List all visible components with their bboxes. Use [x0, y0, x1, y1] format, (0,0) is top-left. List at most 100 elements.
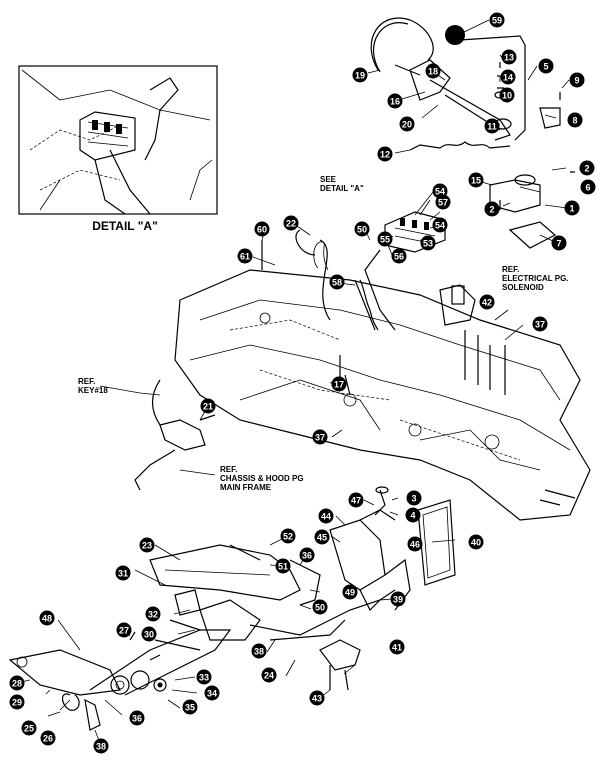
callout-circle: [9, 675, 25, 691]
ref-electrical-2: ELECTRICAL PG.: [502, 274, 569, 283]
callout-number-34: 34: [207, 689, 217, 699]
callout-circle: [275, 558, 291, 574]
callout-circle: [139, 537, 155, 553]
callout-circle: [501, 49, 517, 65]
callout-circle: [435, 194, 451, 210]
callout-circle: [348, 492, 364, 508]
callout-circle: [377, 231, 393, 247]
callout-number-41: 41: [392, 643, 402, 653]
callout-number-33: 33: [199, 673, 209, 683]
callout-circle: [141, 626, 157, 642]
callout-number-6: 6: [585, 183, 590, 193]
callout-number-21: 21: [203, 402, 213, 412]
callout-number-30: 30: [144, 630, 154, 640]
callout-circle: [312, 429, 328, 445]
callout-number-20: 20: [402, 120, 412, 130]
callout-circle: [399, 116, 415, 132]
callout-circle: [342, 584, 358, 600]
solenoid-bracket: [364, 211, 476, 331]
callout-circle: [390, 591, 406, 607]
callout-circle: [251, 643, 267, 659]
callout-number-12: 12: [380, 150, 390, 160]
callout-circle: [425, 63, 441, 79]
ref-electrical-1: REF.: [502, 265, 519, 274]
callout-number-16: 16: [390, 97, 400, 107]
callout-number-58: 58: [332, 278, 342, 288]
callout-circle: [21, 720, 37, 736]
callout-circle: [309, 690, 325, 706]
ref-chassis-1: REF.: [220, 465, 237, 474]
callout-number-51: 51: [278, 562, 288, 572]
callout-circle: [129, 710, 145, 726]
callout-circle: [387, 93, 403, 109]
callout-number-37: 37: [535, 320, 545, 330]
callout-circle: [182, 699, 198, 715]
callout-number-26: 26: [43, 734, 53, 744]
callout-circle: [283, 215, 299, 231]
callout-circle: [93, 738, 109, 754]
callout-circle: [352, 67, 368, 83]
detail-a-inset: DETAIL "A": [18, 65, 218, 233]
callout-circle: [40, 730, 56, 746]
callout-number-1: 1: [569, 204, 574, 214]
callout-circle: [564, 200, 580, 216]
callout-number-59: 59: [492, 16, 502, 26]
callout-circle: [420, 235, 436, 251]
callout-number-17: 17: [334, 380, 344, 390]
callout-circle: [407, 536, 423, 552]
callout-circle: [391, 248, 407, 264]
callout-number-8: 8: [572, 116, 577, 126]
callout-number-23: 23: [142, 541, 152, 551]
callout-number-2: 2: [584, 164, 589, 174]
callout-circle: [196, 669, 212, 685]
callout-number-5: 5: [543, 62, 548, 72]
callout-circle: [532, 316, 548, 332]
callout-number-11: 11: [487, 122, 497, 132]
callout-number-27: 27: [119, 626, 129, 636]
callout-circle: [318, 508, 334, 524]
callout-circle: [468, 534, 484, 550]
see-detail-label: SEE: [320, 175, 337, 184]
callout-number-37: 37: [315, 433, 325, 443]
callout-number-22: 22: [286, 219, 296, 229]
throttle-cable-assembly: [370, 17, 575, 249]
callout-circle: [484, 201, 500, 217]
callout-circle: [580, 179, 596, 195]
callout-circle: [299, 547, 315, 563]
callout-circle: [551, 235, 567, 251]
callout-circle: [569, 72, 585, 88]
ref-chassis-2: CHASSIS & HOOD PG: [220, 474, 304, 483]
callout-number-60: 60: [257, 225, 267, 235]
callout-circle: [354, 221, 370, 237]
callout-circle: [567, 112, 583, 128]
callout-circle: [405, 507, 421, 523]
callout-number-49: 49: [345, 588, 355, 598]
see-detail-label-2: DETAIL "A": [320, 184, 364, 193]
callout-number-9: 9: [574, 76, 579, 86]
callout-number-38: 38: [254, 647, 264, 657]
callout-circle: [145, 606, 161, 622]
callout-number-57: 57: [438, 198, 448, 208]
callout-circle: [314, 529, 330, 545]
callout-circle: [538, 58, 554, 74]
callout-circle: [468, 172, 484, 188]
callout-circle: [500, 69, 516, 85]
callout-circle: [329, 274, 345, 290]
callout-number-54: 54: [435, 187, 445, 197]
callout-number-7: 7: [556, 239, 561, 249]
callout-number-43: 43: [312, 694, 322, 704]
callout-number-13: 13: [504, 53, 514, 63]
key-switch-bracket: [134, 379, 216, 491]
callout-circle: [312, 599, 328, 615]
ref-key-2: KEY#18: [78, 386, 108, 395]
callout-circle: [254, 221, 270, 237]
callout-number-40: 40: [471, 538, 481, 548]
callout-circle: [237, 248, 253, 264]
callout-number-4: 4: [410, 511, 415, 521]
callout-number-29: 29: [12, 698, 22, 708]
callout-circle: [484, 118, 500, 134]
callout-circle: [9, 694, 25, 710]
callout-number-14: 14: [503, 73, 513, 83]
